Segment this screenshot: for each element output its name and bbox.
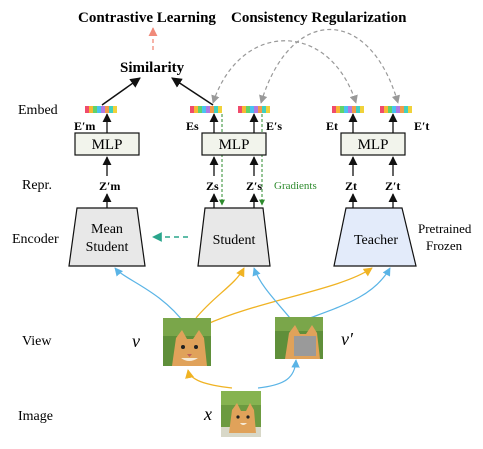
- embedding-cell: [101, 106, 105, 113]
- embedding-cell: [194, 106, 198, 113]
- embedding-cell: [93, 106, 97, 113]
- embedding-cell: [400, 106, 404, 113]
- embedding-cell: [250, 106, 254, 113]
- view-v-prime-to-teacher-arrow: [309, 267, 391, 319]
- label-e-s-prime: E′s: [266, 119, 282, 133]
- embedding-cell: [105, 106, 109, 113]
- embedding-cell: [97, 106, 101, 113]
- embedding-cell: [380, 106, 384, 113]
- mean-to-similarity-arrow: [101, 77, 141, 106]
- label-e-t-prime: E′t: [414, 119, 429, 133]
- label-z-m-prime: Z′m: [99, 179, 120, 193]
- image-to-view-v-prime-arrow: [257, 359, 300, 389]
- embedding-cell: [404, 106, 408, 113]
- view-v-prime-cat-image: [275, 317, 323, 359]
- title-contrastive-learning: Contrastive Learning: [78, 10, 216, 26]
- label-e-t: Et: [326, 119, 338, 133]
- embedding-cell: [190, 106, 194, 113]
- row-label-image: Image: [18, 409, 53, 424]
- student-label: Student: [213, 233, 256, 248]
- label-z-s-prime: Z′s: [246, 179, 262, 193]
- label-e-m-prime: E′m: [74, 119, 95, 133]
- label-e-s: Es: [186, 119, 199, 133]
- embedding-cell: [218, 106, 222, 113]
- mlp-box-mean: [74, 132, 140, 156]
- embedding-cell: [356, 106, 360, 113]
- image-var-x: x: [203, 404, 212, 424]
- row-label-repr: Repr.: [22, 178, 52, 193]
- view-v-to-student-arrow: [195, 267, 245, 319]
- embedding-cell: [396, 106, 400, 113]
- embedding-cell: [344, 106, 348, 113]
- teacher-encoder: [333, 207, 417, 267]
- consistency-arc-es-prime-et-prime: [259, 29, 400, 104]
- embedding-bar-student: [190, 106, 222, 113]
- view-v-to-mean-student-arrow: [114, 267, 187, 326]
- view-var-v-prime: v′: [341, 329, 354, 349]
- embedding-cell: [360, 106, 364, 113]
- image-x-cat-image: [221, 391, 261, 437]
- similarity-label: Similarity: [120, 60, 185, 76]
- mlp-label-mean: MLP: [92, 137, 123, 153]
- row-label-encoder: Encoder: [12, 232, 59, 247]
- consistency-arc-es-et: [211, 40, 358, 104]
- view-v-prime-to-student-arrow: [252, 267, 291, 319]
- embedding-cell: [262, 106, 266, 113]
- view-v-cat-image: [163, 318, 211, 366]
- embedding-cell: [332, 106, 336, 113]
- embedding-cell: [384, 106, 388, 113]
- embedding-cell: [340, 106, 344, 113]
- teacher-note-pretrained: Pretrained: [418, 221, 472, 236]
- view-var-v: v: [132, 331, 140, 351]
- mlp-label-student: MLP: [219, 137, 250, 153]
- embedding-cell: [202, 106, 206, 113]
- embedding-cell: [210, 106, 214, 113]
- teacher-label: Teacher: [354, 233, 398, 248]
- embedding-cell: [266, 106, 270, 113]
- mean-student-encoder: [68, 207, 146, 267]
- image-to-view-v-arrow: [185, 369, 233, 389]
- embedding-bar-teacher: [332, 106, 364, 113]
- embedding-cell: [254, 106, 258, 113]
- embedding-cell: [348, 106, 352, 113]
- embedding-cell: [198, 106, 202, 113]
- embedding-bar-teacher-prime: [380, 106, 412, 113]
- embedding-cell: [89, 106, 93, 113]
- embedding-bar-student-prime: [238, 106, 270, 113]
- embedding-cell: [388, 106, 392, 113]
- gradients-label: Gradients: [274, 180, 317, 192]
- embedding-cell: [85, 106, 89, 113]
- embedding-cell: [113, 106, 117, 113]
- mean-student-label-line2: Student: [86, 240, 129, 255]
- embedding-cell: [246, 106, 250, 113]
- student-to-similarity-arrow: [171, 77, 214, 106]
- embedding-cell: [238, 106, 242, 113]
- label-z-t: Zt: [345, 179, 357, 193]
- row-label-view: View: [22, 334, 52, 349]
- embedding-cell: [352, 106, 356, 113]
- embedding-cell: [214, 106, 218, 113]
- row-label-embed: Embed: [18, 103, 58, 118]
- label-z-t-prime: Z′t: [385, 179, 400, 193]
- embedding-cell: [392, 106, 396, 113]
- mlp-label-teacher: MLP: [358, 137, 389, 153]
- student-encoder: [197, 207, 271, 267]
- embedding-cell: [336, 106, 340, 113]
- mlp-box-teacher: [340, 132, 406, 156]
- mlp-box-student: [201, 132, 267, 156]
- title-consistency-regularization: Consistency Regularization: [231, 10, 407, 26]
- teacher-note-frozen: Frozen: [426, 238, 463, 253]
- mean-student-label-line1: Mean: [91, 222, 123, 237]
- embedding-cell: [408, 106, 412, 113]
- embedding-cell: [109, 106, 113, 113]
- embedding-cell: [206, 106, 210, 113]
- view-v-to-teacher-arrow: [204, 267, 373, 326]
- embedding-bar-mean: [85, 106, 117, 113]
- embedding-cell: [258, 106, 262, 113]
- label-z-s: Zs: [206, 179, 219, 193]
- embedding-cell: [242, 106, 246, 113]
